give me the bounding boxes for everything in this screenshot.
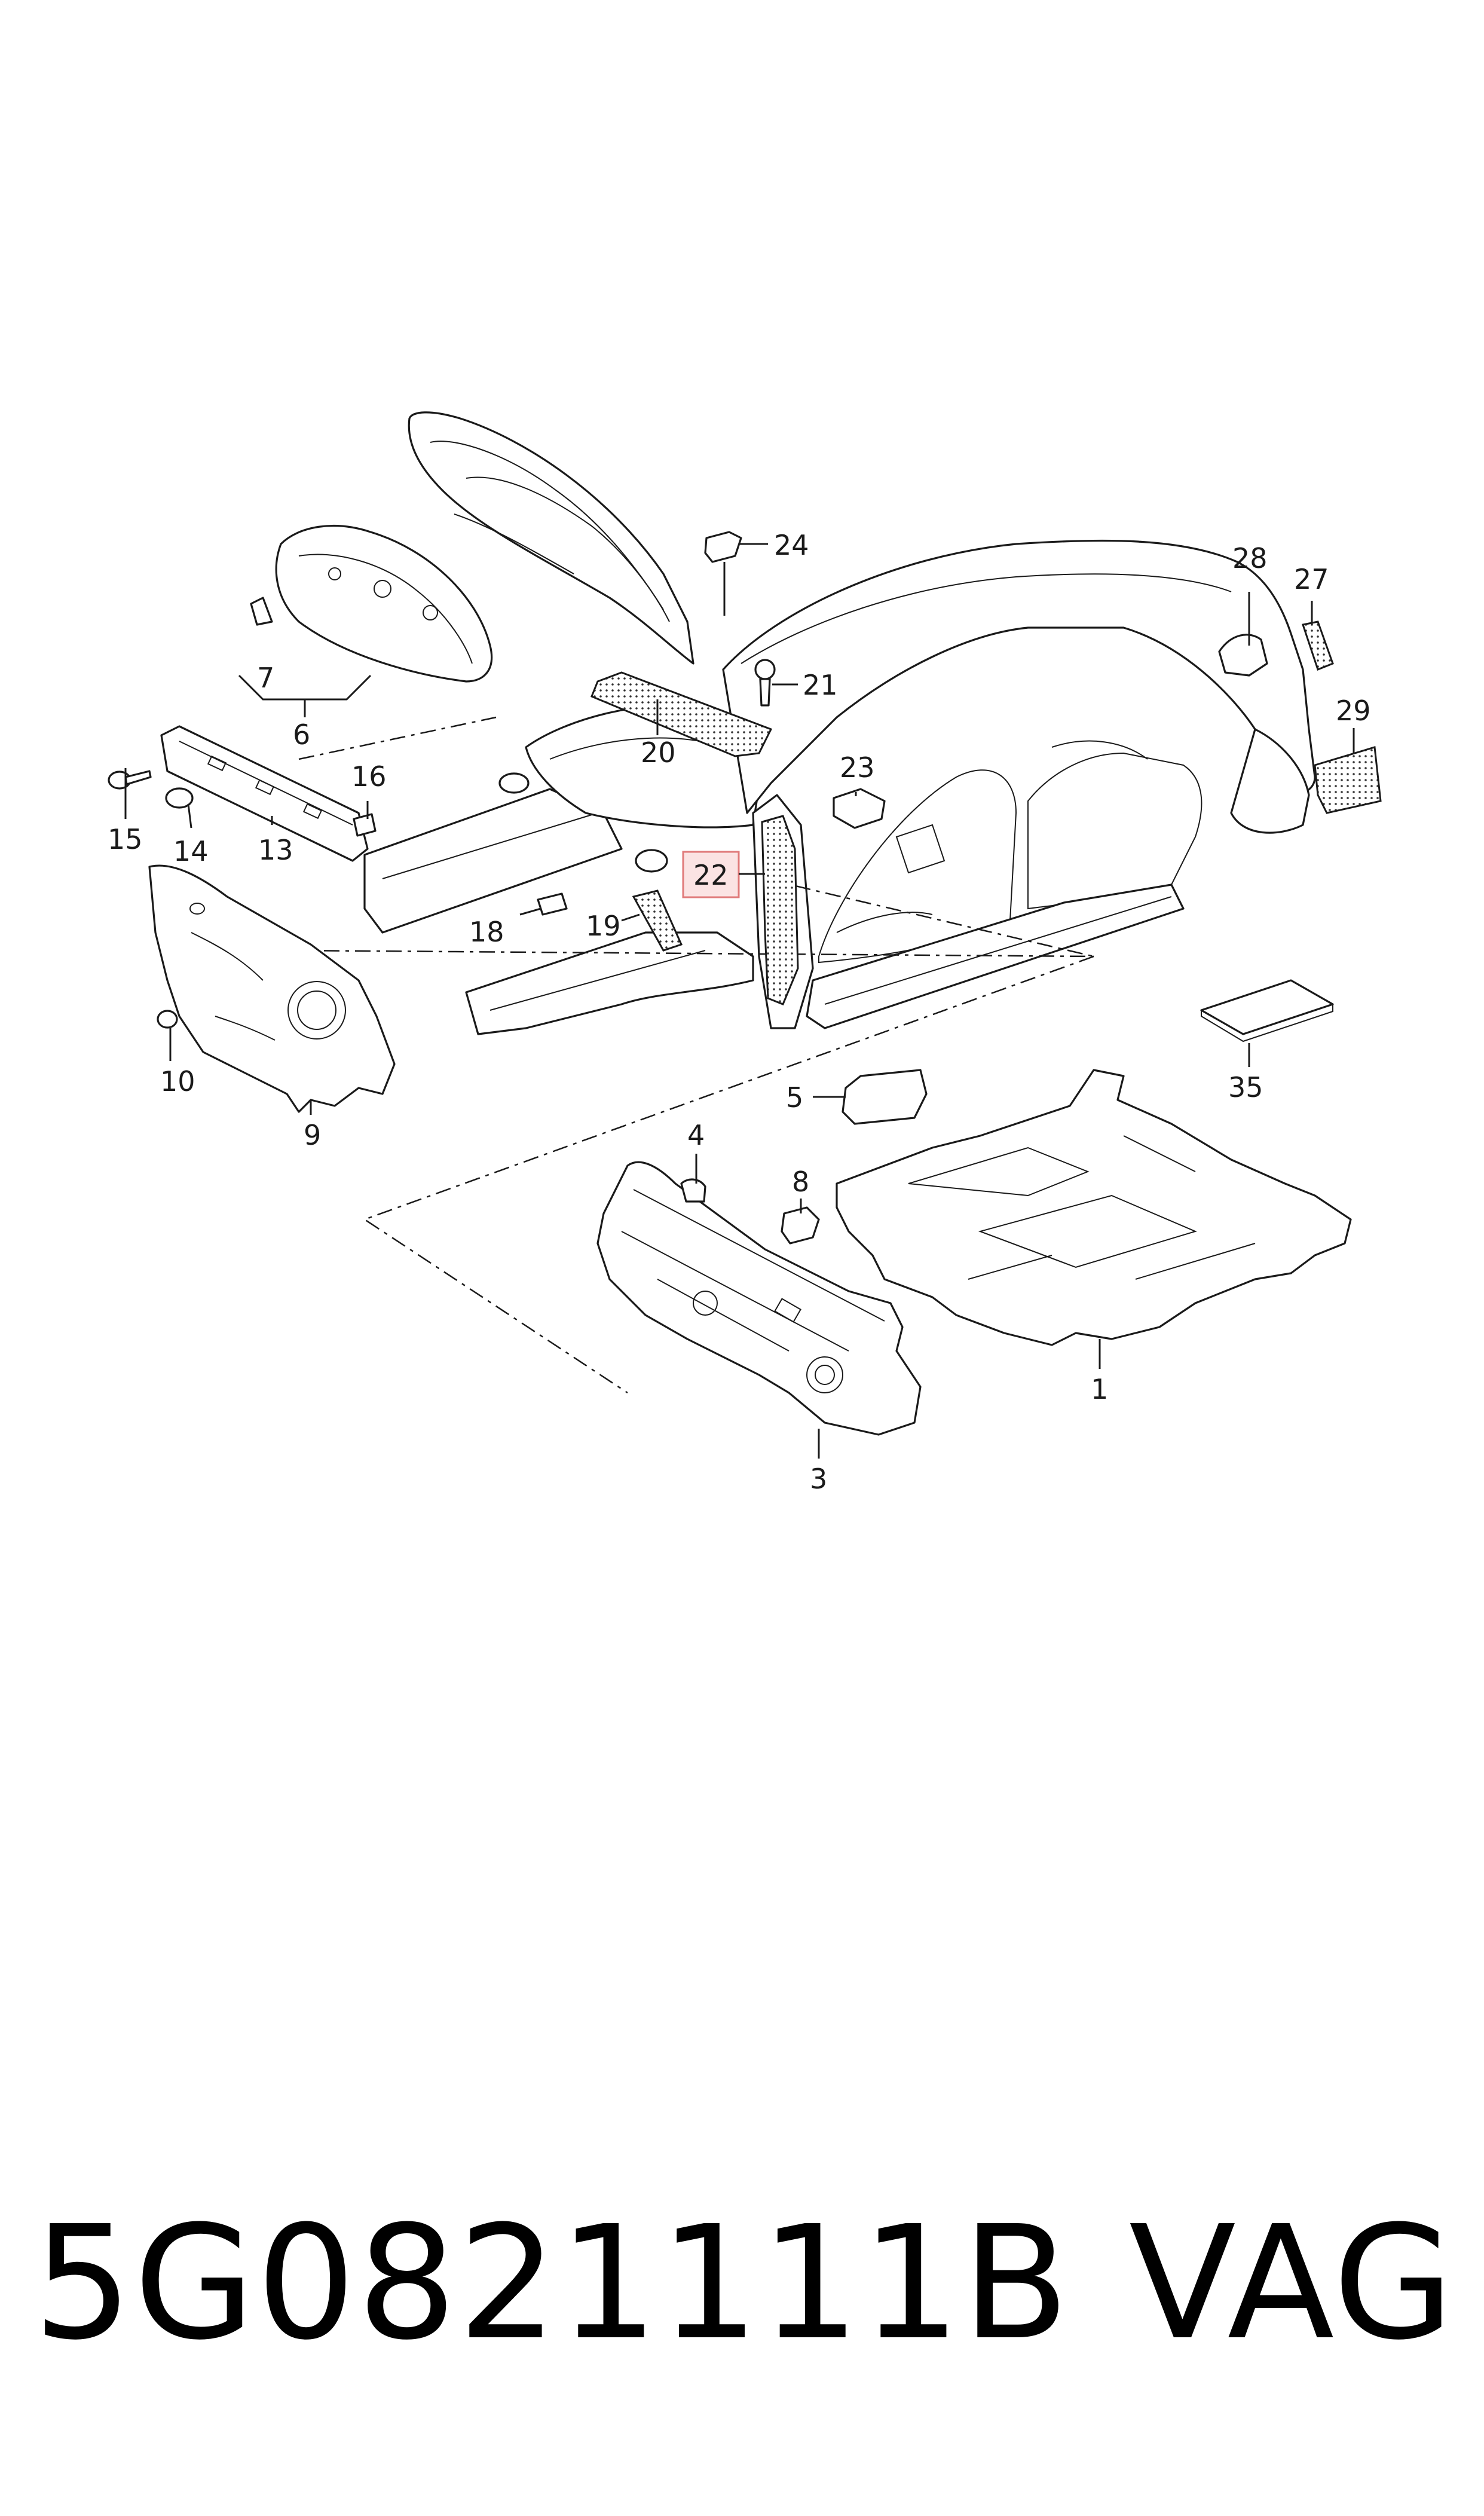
hood [408,411,694,665]
assembly-guide-line [363,955,1094,1394]
plug-4 [680,1178,706,1203]
callout-22: 22 [693,859,729,891]
body-shell [363,539,1316,1035]
callout-20: 20 [641,736,676,769]
callout-18: 18 [469,916,504,948]
bracket-24 [704,531,742,563]
strip-27 [1302,620,1334,671]
assembly-guide-line [298,716,497,760]
leader-lines [124,543,1355,1459]
plenum-panel [596,1161,922,1436]
callout-21: 21 [803,669,838,701]
callout-7: 7 [257,662,274,694]
callout-35: 35 [1228,1071,1263,1103]
brand-label: VAG [1128,2192,1455,2374]
callout-23: 23 [840,751,875,784]
clip-18 [537,892,568,916]
callout-14: 14 [173,835,209,867]
bracket-8 [781,1206,820,1245]
callout-10: 10 [160,1065,195,1097]
callout-13: 13 [258,834,293,866]
callout-3: 3 [810,1463,827,1495]
callout-5: 5 [786,1081,803,1114]
callout-16: 16 [351,760,387,793]
callout-8: 8 [792,1166,809,1198]
callout-19: 19 [586,910,621,942]
clip-16 [353,813,377,837]
callout-1: 1 [1091,1373,1108,1405]
clip-7 [250,597,273,626]
callout-6: 6 [293,719,310,751]
assembly-guide-line [764,878,1094,958]
part-number: 5G0821111B [33,2192,1071,2374]
clip-10 [157,1010,178,1029]
pad-19 [632,889,683,952]
screw-15 [108,770,152,790]
bracket-23 [833,788,886,829]
callout-29: 29 [1336,695,1371,727]
callout-24: 24 [774,529,809,561]
bulkhead-insulation [148,864,396,1113]
floor-carpet [836,1069,1352,1346]
callout-15: 15 [108,823,143,855]
parts-diagram: 24 28 27 21 29 20 23 16 7 6 15 14 13 22 … [108,411,1382,1495]
callout-labels: 24 28 27 21 29 20 23 16 7 6 15 14 13 22 … [108,529,1371,1495]
hood-insulation [275,525,493,683]
clip-21 [754,659,776,707]
plate-29 [1314,746,1382,814]
front-crossmember [160,725,369,862]
callout-27: 27 [1294,563,1329,595]
insulation-pad [1200,979,1334,1043]
callout-28: 28 [1232,542,1268,574]
insulation-strip-20 [590,671,773,757]
part-number-footer: 5G0821111B VAG [33,2194,1455,2373]
nut-14 [165,787,194,809]
assembly-guide-line [292,949,1094,958]
bracket-5 [842,1069,928,1125]
callout-4: 4 [687,1119,705,1151]
pillar-insulation-22 [761,815,799,1005]
callout-9: 9 [304,1119,321,1151]
